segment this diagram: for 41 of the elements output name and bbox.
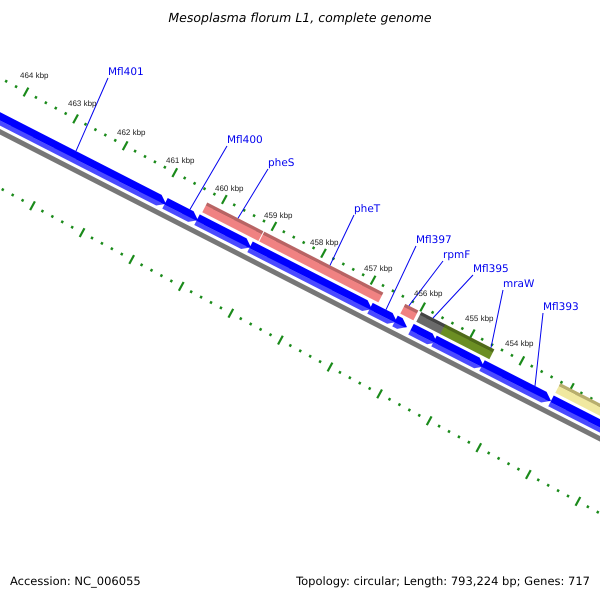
scale-label: 458 kbp	[310, 238, 338, 248]
gene-name: Mfl395	[473, 263, 509, 275]
gene-name: pheS	[268, 157, 294, 169]
leader-line	[534, 312, 544, 386]
gene-segment	[400, 304, 418, 320]
leader-line	[330, 214, 354, 266]
gene-name: Mfl397	[416, 234, 452, 246]
title: Mesoplasma florum L1, complete genome	[168, 10, 432, 25]
scale-label: 462 kbp	[117, 128, 146, 138]
footer-note: Accession: NC_006055	[10, 574, 141, 588]
scale-label: 463 kbp	[68, 99, 96, 109]
leader-line	[190, 146, 228, 210]
gene-name: mraW	[503, 278, 534, 290]
scale-label: 464 kbp	[20, 71, 48, 81]
gene-segment	[479, 360, 551, 403]
gene-name: pheT	[354, 203, 380, 215]
gene-segment	[194, 214, 251, 250]
gene-segment	[440, 324, 494, 360]
leader-line	[432, 274, 474, 318]
leader-line	[490, 290, 504, 348]
scale-label: 460 kbp	[215, 184, 244, 194]
gene-name: Mfl400	[227, 134, 263, 146]
scale-label: 454 kbp	[505, 339, 534, 349]
gene-name: rpmF	[443, 249, 470, 261]
scale-label: 457 kbp	[364, 264, 392, 274]
gene-segment	[416, 312, 446, 335]
gene-name: Mfl393	[543, 301, 579, 313]
gene-segment	[431, 336, 484, 368]
scale-label: 455 kbp	[465, 314, 494, 324]
gene-segment	[162, 198, 198, 222]
gene-segment	[367, 302, 397, 324]
leader-line	[408, 260, 444, 306]
leader-line	[386, 246, 416, 310]
gene-segment	[408, 324, 437, 344]
leader-line	[76, 78, 108, 152]
leader-line	[238, 168, 268, 219]
scale-label: 461 kbp	[166, 156, 194, 166]
gene-name: Mfl401	[108, 66, 144, 78]
footer-note: Topology: circular; Length: 793,224 bp; Genes: 717	[296, 574, 590, 588]
gene-segment	[392, 316, 407, 329]
scale-label: 459 kbp	[264, 211, 292, 221]
